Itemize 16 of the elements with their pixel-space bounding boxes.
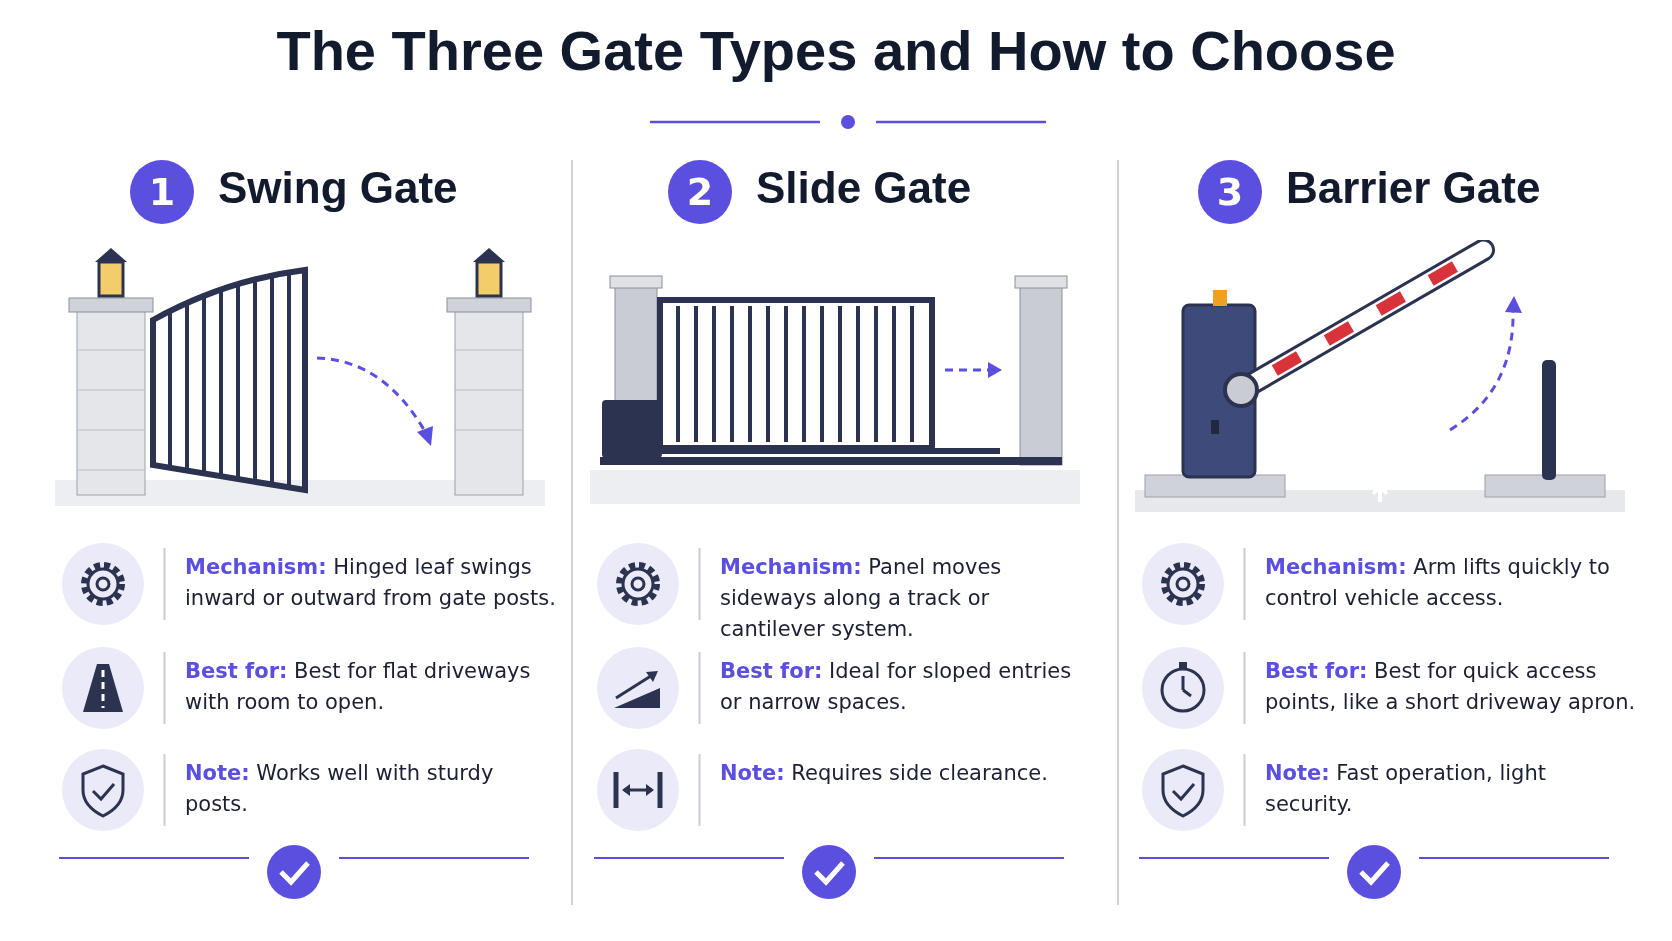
feature-text: Best for: Ideal for sloped entries or narrow spaces. xyxy=(720,658,1073,716)
number-badge: 3 xyxy=(1198,160,1262,224)
feature-text: Mechanism: Arm lifts quickly to control vehicle access. xyxy=(1265,554,1611,612)
feature-text: Best for: Best for flat driveways with room to open. xyxy=(185,658,532,716)
feature-text: Mechanism: Panel moves sideways along a track or cantilever system. xyxy=(720,554,1003,643)
column-heading: Slide Gate xyxy=(756,163,972,213)
column-heading: Swing Gate xyxy=(218,163,458,213)
number-badge: 2 xyxy=(668,160,732,224)
title: The Three Gate Types and How to Choose xyxy=(275,18,1397,83)
number-badge: 1 xyxy=(130,160,194,224)
feature-text: Best for: Best for quick access points, like a short driveway apron. xyxy=(1265,658,1637,716)
feature-text: Note: Works well with sturdy posts. xyxy=(185,760,495,818)
feature-text: Note: Requires side clearance. xyxy=(720,760,1049,787)
column-heading: Barrier Gate xyxy=(1286,163,1541,213)
feature-text: Mechanism: Hinged leaf swings inward or outward from gate posts. xyxy=(185,554,557,612)
feature-text: Note: Fast operation, light security. xyxy=(1265,760,1547,818)
